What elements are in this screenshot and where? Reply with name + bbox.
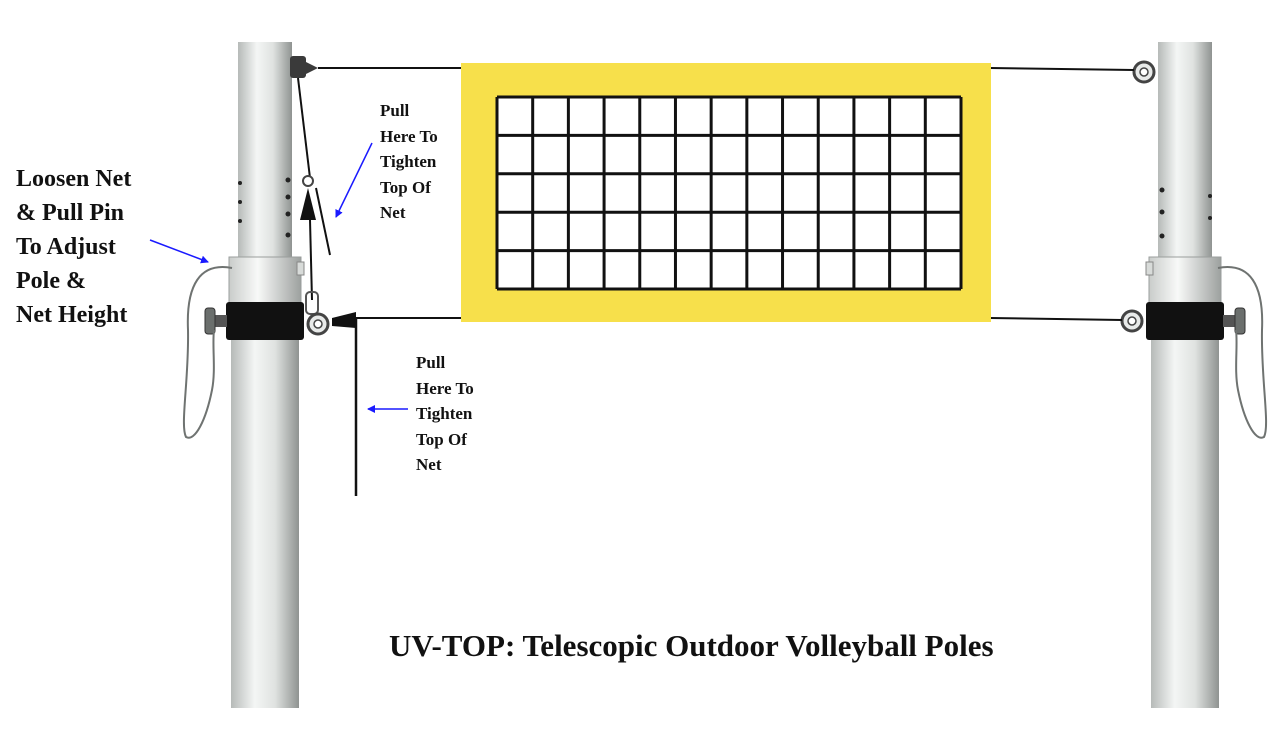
top-cable-right (989, 67, 1135, 71)
left-pin-lanyard-cord (182, 266, 233, 439)
left-pole-collar (226, 302, 304, 340)
loosen-net-label: Loosen Net & Pull Pin To Adjust Pole & N… (16, 166, 132, 328)
right-pole-collar (1146, 302, 1224, 340)
right-pole-sleeve (1148, 256, 1222, 306)
left-ring-link (305, 291, 319, 315)
net-mesh (495, 95, 963, 291)
pin-knob-icon (204, 307, 227, 335)
left-pole-sleeve (228, 256, 302, 306)
left-pole (182, 42, 358, 708)
left-tension-cord (297, 77, 311, 179)
left-pole-sleeve-notch (296, 261, 305, 276)
right-pin-knob-icon (1223, 307, 1246, 335)
pulley-ring-icon (302, 175, 314, 187)
top-pull-label: Pull Here To Tighten Top Of Net (380, 101, 438, 222)
right-pole-upper-tube (1158, 42, 1212, 270)
right-pole-sleeve-notch (1145, 261, 1154, 276)
volleyball-net (461, 63, 991, 322)
left-pole-tube (231, 268, 299, 708)
top-pull-arrow (335, 142, 373, 218)
right-pin-lanyard-cord (1217, 266, 1268, 439)
left-tension-cord-lower (309, 219, 313, 301)
left-tension-arrow-marker (300, 188, 316, 220)
left-pole-upper-tube (238, 42, 292, 270)
left-pole-adjust-holes (238, 177, 291, 238)
left-lower-cleat (332, 312, 356, 328)
left-top-cleat (306, 62, 318, 74)
left-tension-pull-end (315, 187, 331, 256)
bottom-pull-label: Pull Here To Tighten Top Of Net (416, 353, 474, 474)
net-mesh-area (497, 97, 961, 289)
direction-arrow-icon (149, 239, 209, 264)
right-pole-adjust-holes (1159, 187, 1212, 239)
diagram-caption: UV-TOP: Telescopic Outdoor Volleyball Po… (389, 628, 994, 663)
bottom-cable-right (989, 317, 1123, 321)
right-pole-tube (1151, 268, 1219, 708)
right-pole (1120, 42, 1268, 708)
cord-tensioner-icon (290, 56, 306, 78)
